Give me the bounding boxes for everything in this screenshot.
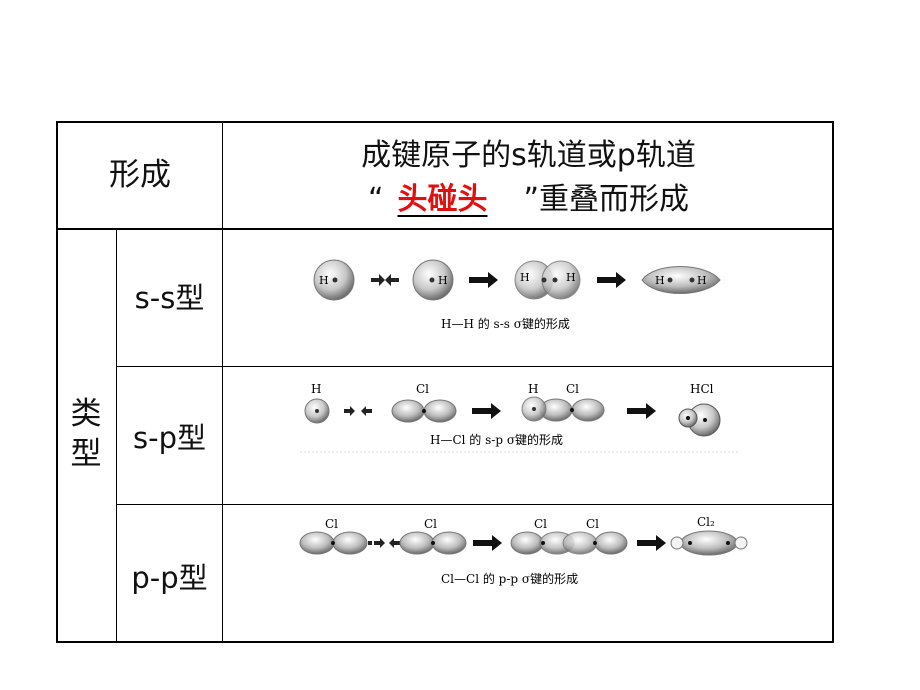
quote-close-text: ”重叠而形成 [523, 182, 690, 217]
pp-caption: Cl—Cl 的 p-p σ键的形成 [441, 571, 578, 586]
p-orbital-lobe [391, 399, 425, 423]
arrow-icon [637, 535, 666, 551]
atom-label: H [520, 271, 530, 284]
arrow-right-icon [371, 274, 385, 286]
header-line-1: 成键原子的s轨道或p轨道 [361, 138, 696, 173]
atom-label: H [566, 271, 576, 284]
row-label-sp: s-p型 [133, 421, 206, 455]
atom-label: Cl [586, 517, 599, 531]
p-orbital-lobe [332, 531, 368, 555]
atom-label: H [438, 274, 448, 287]
ss-diagram: H H H H H H H—H 的 s-s σ键的形成 [313, 259, 721, 331]
arrow-right-icon [344, 406, 355, 416]
sp-diagram: H Cl H Cl HCl H—Cl 的 s-p σ键的形成 [300, 382, 740, 453]
category-char-1: 类 [70, 396, 102, 432]
atom-label: H [319, 274, 329, 287]
p-orbital-lobe [423, 399, 457, 423]
arrow-left-icon [389, 538, 400, 548]
atom-label: H [697, 274, 707, 287]
category-char-2: 型 [70, 436, 102, 472]
sp-caption: H—Cl 的 s-p σ键的形成 [430, 432, 563, 447]
arrow-icon [597, 272, 626, 288]
h2-molecule-orbital [641, 266, 721, 294]
arrow-left-icon [385, 274, 399, 286]
outer-lobe [734, 536, 748, 550]
p-orbital-lobe [510, 531, 544, 555]
atom-label: Cl [534, 517, 547, 531]
molecule-label: Cl₂ [697, 515, 715, 529]
atom-label: Cl [416, 382, 429, 396]
pp-diagram: Cl Cl Cl Cl Cl₂ Cl—Cl 的 p-p σ键的形成 [299, 515, 748, 586]
p-orbital-lobe [562, 531, 598, 555]
header-description: 成键原子的s轨道或p轨道 “ 头碰头 ”重叠而形成 [223, 134, 834, 222]
molecule-label: HCl [690, 382, 714, 396]
atom-label: H [655, 274, 665, 287]
atom-label: Cl [325, 517, 338, 531]
arrow-right-icon [374, 538, 385, 548]
quote-open: “ [367, 182, 384, 217]
atom-label: Cl [566, 382, 579, 396]
p-orbital-lobe [431, 531, 467, 555]
arrow-icon [469, 272, 498, 288]
ss-caption: H—H 的 s-s σ键的形成 [441, 316, 570, 331]
header-label: 形成 [109, 157, 171, 193]
arrow-icon [473, 535, 502, 551]
atom-label: Cl [424, 517, 437, 531]
atom-label: H [528, 382, 538, 396]
p-orbital-lobe [594, 531, 628, 555]
p-orbital-lobe [399, 531, 435, 555]
row-label-pp: p-p型 [131, 561, 208, 595]
fill-in-answer: 头碰头 [397, 182, 488, 217]
arrow-icon [627, 403, 656, 419]
category-label: 类 型 [56, 394, 116, 474]
p-orbital-lobe [571, 398, 605, 422]
outer-lobe [670, 536, 684, 550]
row-label-ss: s-s型 [134, 281, 205, 315]
arrow-icon [472, 403, 501, 419]
arrow-left-icon [361, 406, 372, 416]
header-line-2: “ 头碰头 ”重叠而形成 [223, 178, 834, 222]
atom-label: H [311, 382, 321, 396]
p-orbital-lobe [299, 531, 335, 555]
